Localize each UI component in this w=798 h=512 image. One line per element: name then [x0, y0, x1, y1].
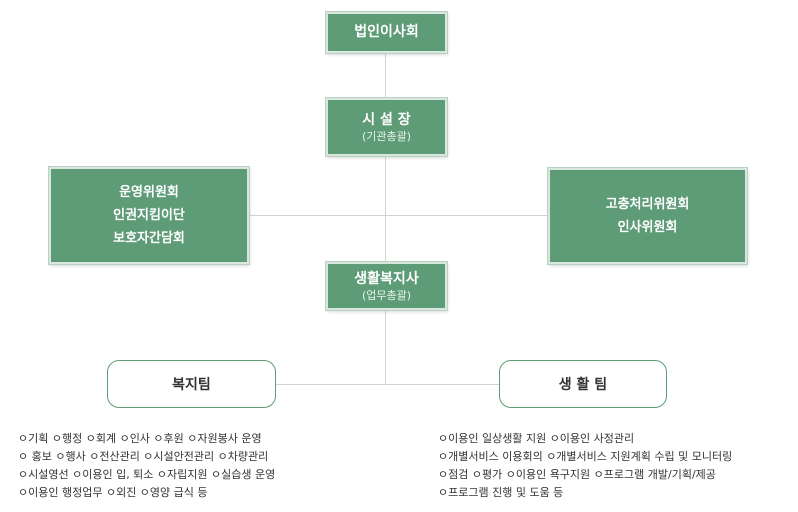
- life-duty-line: ㅇ점검 ㅇ평가 ㅇ이용인 욕구지원 ㅇ프로그램 개발/기획/제공: [438, 468, 716, 481]
- connector-board-director: [385, 52, 386, 98]
- left-committee-box: 운영위원회 인권지킴이단 보호자간담회: [49, 167, 249, 264]
- life-duty-line: ㅇ개별서비스 이용회의 ㅇ개별서비스 지원계획 수립 및 모니터링: [438, 450, 733, 463]
- committee-guardian-meeting: 보호자간담회: [113, 231, 185, 246]
- welfare-team-title: 복지팀: [172, 377, 211, 393]
- connector-committees: [250, 215, 550, 216]
- connector-teams-horizontal: [276, 384, 500, 385]
- life-duty-line: ㅇ프로그램 진행 및 도움 등: [438, 486, 564, 499]
- social-worker-subtitle: (업무총괄): [361, 288, 412, 302]
- connector-worker-teams: [385, 310, 386, 384]
- life-team-box: 생 활 팀: [499, 360, 667, 408]
- committee-personnel: 인사위원회: [617, 220, 678, 235]
- social-worker-title: 생활복지사: [354, 270, 419, 287]
- director-subtitle: (기관총괄): [361, 129, 412, 143]
- board-title: 법인이사회: [354, 24, 419, 40]
- right-committee-box: 고충처리위원회 인사위원회: [548, 168, 747, 264]
- committee-human-rights: 인권지킴이단: [113, 208, 185, 223]
- director-box: 시 설 장 (기관총괄): [326, 98, 447, 156]
- welfare-duty-line: ㅇ 홍보 ㅇ행사 ㅇ전산관리 ㅇ시설안전관리 ㅇ차량관리: [18, 450, 269, 463]
- life-team-title: 생 활 팀: [558, 377, 608, 393]
- social-worker-box: 생활복지사 (업무총괄): [326, 262, 447, 310]
- welfare-duty-line: ㅇ기획 ㅇ행정 ㅇ회계 ㅇ인사 ㅇ후원 ㅇ자원봉사 운영: [18, 432, 262, 445]
- welfare-duty-line: ㅇ시설영선 ㅇ이용인 입, 퇴소 ㅇ자립지원 ㅇ실습생 운영: [18, 468, 276, 481]
- welfare-team-box: 복지팀: [107, 360, 276, 408]
- board-box: 법인이사회: [326, 12, 447, 53]
- life-duty-line: ㅇ이용인 일상생활 지원 ㅇ이용인 사정관리: [438, 432, 635, 445]
- committee-grievance: 고충처리위원회: [605, 197, 690, 212]
- welfare-duty-line: ㅇ이용인 행정업무 ㅇ외진 ㅇ영양 급식 등: [18, 486, 208, 499]
- life-team-duties: ㅇ이용인 일상생활 지원 ㅇ이용인 사정관리 ㅇ개별서비스 이용회의 ㅇ개별서비…: [438, 430, 732, 502]
- connector-director-worker: [385, 156, 386, 262]
- committee-operation: 운영위원회: [119, 185, 179, 200]
- director-title: 시 설 장: [362, 111, 411, 128]
- welfare-team-duties: ㅇ기획 ㅇ행정 ㅇ회계 ㅇ인사 ㅇ후원 ㅇ자원봉사 운영 ㅇ 홍보 ㅇ행사 ㅇ전…: [18, 430, 275, 502]
